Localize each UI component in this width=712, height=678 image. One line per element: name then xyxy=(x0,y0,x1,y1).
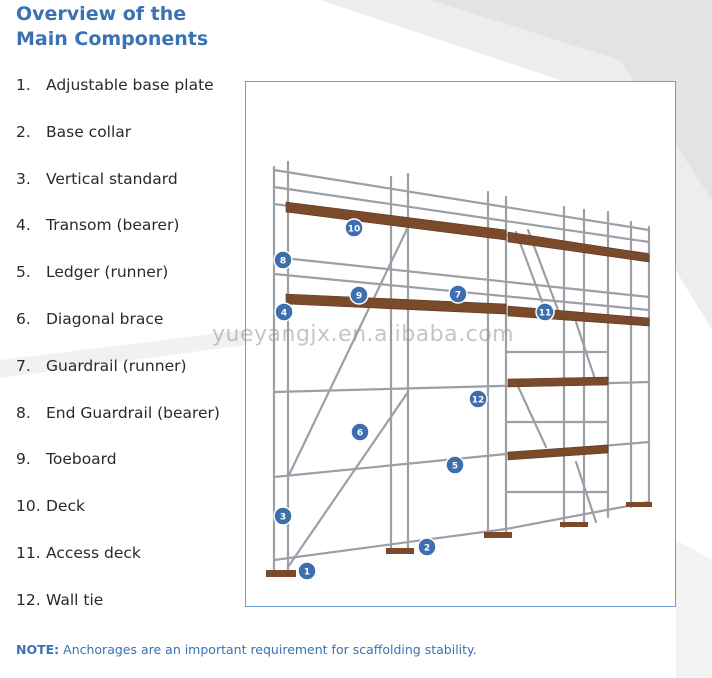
item-number: 4. xyxy=(16,216,31,235)
component-list: 1. Adjustable base plate 2. Base collar 3.… xyxy=(16,76,220,638)
item-number: 3. xyxy=(16,169,31,188)
item-number: 11. xyxy=(16,543,41,562)
list-item: 2. Base collar xyxy=(16,123,220,170)
item-label: End Guardrail (bearer) xyxy=(46,403,220,422)
item-label: Deck xyxy=(46,497,85,516)
page-title: Overview of the Main Components xyxy=(16,2,208,52)
item-number: 5. xyxy=(16,263,31,282)
list-item: 10. Deck xyxy=(16,497,220,544)
item-number: 6. xyxy=(16,309,31,328)
item-label: Wall tie xyxy=(46,590,104,609)
item-label: Access deck xyxy=(46,543,141,562)
marker-2: 2 xyxy=(417,537,437,557)
item-label: Transom (bearer) xyxy=(46,216,180,235)
marker-3: 3 xyxy=(273,506,293,526)
svg-text:6: 6 xyxy=(357,429,363,439)
marker-5: 5 xyxy=(445,455,465,475)
marker-7: 7 xyxy=(448,284,468,304)
item-number: 1. xyxy=(16,76,31,94)
item-label: Ledger (runner) xyxy=(46,263,169,282)
item-label: Vertical standard xyxy=(46,169,178,188)
svg-text:12: 12 xyxy=(472,396,485,406)
list-item: 4. Transom (bearer) xyxy=(16,216,220,263)
title-line-1: Overview of the xyxy=(16,3,187,25)
marker-8: 8 xyxy=(273,250,293,270)
svg-text:7: 7 xyxy=(455,291,461,301)
title-line-2: Main Components xyxy=(16,28,209,50)
component-markers: 1 2 3 4 5 6 7 8 9 10 11 12 xyxy=(273,218,555,581)
marker-10: 10 xyxy=(344,218,364,238)
list-item: 12. Wall tie xyxy=(16,591,220,638)
svg-text:5: 5 xyxy=(452,462,458,472)
svg-text:2: 2 xyxy=(424,544,430,554)
marker-6: 6 xyxy=(350,422,370,442)
stability-note: NOTE: Anchorages are an important requir… xyxy=(16,642,477,657)
svg-text:3: 3 xyxy=(280,513,286,523)
marker-11: 11 xyxy=(535,302,555,322)
marker-4: 4 xyxy=(274,302,294,322)
item-number: 10. xyxy=(16,497,41,516)
list-item: 5. Ledger (runner) xyxy=(16,263,220,310)
scaffold-diagram: 1 2 3 4 5 6 7 8 9 10 11 12 xyxy=(245,81,676,607)
list-item: 6. Diagonal brace xyxy=(16,310,220,357)
item-label: Adjustable base plate xyxy=(46,76,214,94)
watermark-text: yueyangjx.en.alibaba.com xyxy=(212,322,515,347)
scaffold-illustration: 1 2 3 4 5 6 7 8 9 10 11 12 xyxy=(266,160,652,581)
item-label: Guardrail (runner) xyxy=(46,356,187,375)
svg-text:10: 10 xyxy=(348,225,361,235)
list-item: 9. Toeboard xyxy=(16,450,220,497)
marker-12: 12 xyxy=(468,389,488,409)
list-item: 1. Adjustable base plate xyxy=(16,76,220,123)
svg-text:8: 8 xyxy=(280,257,286,267)
base-plates xyxy=(266,502,652,577)
list-item: 8. End Guardrail (bearer) xyxy=(16,404,220,451)
svg-text:9: 9 xyxy=(356,292,362,302)
note-label: NOTE: xyxy=(16,642,60,657)
item-label: Diagonal brace xyxy=(46,309,164,328)
list-item: 11. Access deck xyxy=(16,544,220,591)
svg-text:11: 11 xyxy=(539,309,552,319)
scaffold-frame xyxy=(272,160,651,574)
item-number: 9. xyxy=(16,450,31,469)
svg-text:4: 4 xyxy=(281,309,287,319)
item-number: 8. xyxy=(16,403,31,422)
svg-text:1: 1 xyxy=(304,568,310,578)
item-number: 7. xyxy=(16,356,31,375)
item-number: 2. xyxy=(16,122,31,141)
item-number: 12. xyxy=(16,590,41,609)
list-item: 7. Guardrail (runner) xyxy=(16,357,220,404)
note-text: Anchorages are an important requirement … xyxy=(63,642,477,657)
item-label: Base collar xyxy=(46,122,132,141)
marker-9: 9 xyxy=(349,285,369,305)
marker-1: 1 xyxy=(297,561,317,581)
item-label: Toeboard xyxy=(46,450,117,469)
list-item: 3. Vertical standard xyxy=(16,170,220,217)
